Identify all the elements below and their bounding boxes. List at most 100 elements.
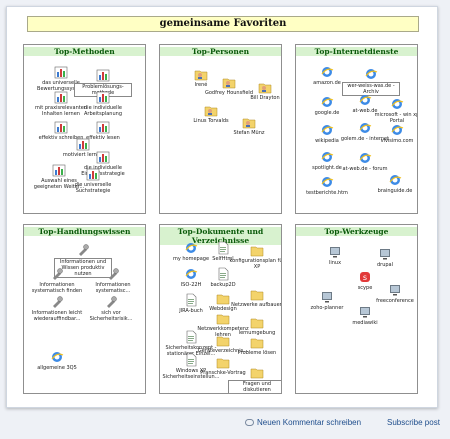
doc-icon [186,330,197,344]
ie-icon [321,67,334,77]
favorite-item[interactable]: Probleme lösen [228,335,281,356]
favorite-label: testberichte.htm [306,190,348,196]
favorite-item[interactable]: Informationen systematisch finden [28,267,86,294]
chart-icon [86,168,100,181]
favorite-label: Netzwerkkompetenz lehren [197,326,249,338]
favorite-item[interactable]: google.de [298,95,356,116]
new-comment-label: Neuen Kommentar schreiben [257,418,362,427]
favorite-item[interactable]: die individuelle Arbeitsplanung [74,90,132,117]
favorite-item[interactable]: golem.de - internet [336,121,394,142]
favorite-item[interactable]: Bill Drayton [236,80,281,101]
favorite-item[interactable]: microsoft - win xp Portal [368,97,417,124]
favorite-label: golem.de - internet [340,136,390,142]
favorite-label: konfigurationsplan für XP [229,258,282,270]
folder-icon [250,246,264,257]
favorite-item[interactable]: Irené [172,67,230,88]
favorite-item[interactable]: freeconference [366,283,417,304]
favorite-item[interactable]: spotlight.de [298,150,356,171]
favorite-item[interactable]: effektiv schreiben [32,120,90,141]
favorite-item[interactable]: effektiv lesen [74,120,132,141]
new-comment-link[interactable]: Neuen Kommentar schreiben [245,418,361,427]
panel-title: Top-Handlungswissen [24,227,145,236]
favorite-item[interactable]: Netzwerke aufbauen [228,287,281,308]
favorite-item[interactable]: sich vor Sicherheitsrisik... [82,295,140,322]
folder-person-icon [194,70,208,81]
favorite-item[interactable]: brainguide.de [366,173,417,194]
favorite-item[interactable]: Pranschke-Vortrag [194,355,252,376]
chart-icon [96,121,110,134]
favorite-item[interactable]: mit praxisrelevanten Inhalten lernen [32,90,90,117]
favorite-item[interactable]: wer-weiss-was.de - Archiv [342,67,400,96]
favorite-item[interactable]: Auswahl eines geeigneten Weiter... [30,163,88,190]
favorite-item[interactable]: drupal [356,247,414,268]
favorite-label: Stefan Münz [233,130,265,136]
favorite-item[interactable]: linux [306,245,364,266]
favorite-item[interactable]: Linus Torvalds [182,103,240,124]
favorite-label: Irené [194,82,208,88]
favorite-item[interactable]: Netzwerkkompetenz lehren [194,311,252,338]
folder-icon [250,368,264,379]
favorite-item[interactable]: my homepage [162,241,220,262]
favorite-item[interactable]: amazon.de [298,65,356,86]
favorite-label: Geräteverzeichnis... [197,348,249,354]
favorite-item[interactable]: JIRA-buch [162,293,220,314]
favorite-item[interactable]: vivisimo.com [368,123,417,144]
favorite-item[interactable]: allgemeine 3Q5 [28,350,86,371]
favorite-label: linux [328,260,342,266]
favorite-item[interactable]: backup2D [194,267,252,288]
favorite-item[interactable]: wikipedia [298,123,356,144]
favorite-item[interactable]: Informationen und Wissen produktiv nutze… [54,243,112,278]
app-icon [380,249,390,260]
favorite-item[interactable]: Informationen systematisc... [84,267,142,294]
favorite-item[interactable]: testberichte.htm [298,175,356,196]
favorite-label: brainguide.de [377,188,413,194]
favorite-item[interactable]: Stefan Münz [220,115,278,136]
app-icon [360,307,370,318]
favorite-item[interactable]: die universelle Suchstrategie [64,167,122,194]
chart-icon [54,91,68,104]
favorite-label: Pranschke-Vortrag [200,370,246,376]
chart-icon [76,138,90,151]
page-title: gemeinsame Favoriten [27,16,419,32]
favorite-item[interactable]: Informationen leicht wiederauffindbar... [28,295,86,322]
favorite-item[interactable]: motiviert lernen [54,137,112,158]
favorite-item[interactable]: Godfrey Hounsfield [200,75,258,96]
favorite-label: effektiv schreiben [38,135,84,141]
favorite-item[interactable]: Windows XP Sicherheitseinstellun... [162,353,220,380]
folder-icon [250,318,264,329]
favorite-item[interactable]: Fragen und diskutieren [228,365,281,393]
favorite-label: ISO-22H [180,282,202,288]
favorite-item[interactable]: Webdesign [194,291,252,312]
folder-person-icon [242,118,256,129]
favorite-item[interactable]: mediawiki [336,305,394,326]
favorite-item[interactable]: das universelle Bewertungssystem [32,65,90,92]
favorite-item[interactable]: die individuelle Einkaufsstrategie [74,150,132,177]
favorite-item[interactable]: at-web.de [336,93,394,114]
favorite-label: wer-weiss-was.de - Archiv [342,82,400,96]
favorite-label: Windows XP Sicherheitseinstellun... [162,368,220,380]
favorite-item[interactable]: konfigurationsplan für XP [228,243,282,270]
favorite-item[interactable]: at-web.de - forum [336,151,394,172]
favorite-label: Informationen und Wissen produktiv nutze… [54,258,112,278]
favorite-item[interactable]: ISO-22H [162,267,220,288]
favorite-label: mediawiki [352,320,378,326]
favorite-label: Informationen systematisch finden [31,282,83,294]
subscribe-post-link[interactable]: Subscribe post [387,418,440,427]
favorite-label: at-web.de [352,108,378,114]
doc-icon [218,267,229,281]
favorite-item[interactable]: zoho-planner [298,290,356,311]
favorite-label: freeconference [376,298,414,304]
doc-icon [186,293,197,307]
favorite-label: spotlight.de [312,165,342,171]
favorite-label: Linus Torvalds [193,118,229,124]
app-icon [322,292,332,303]
favorite-label: das universelle Bewertungssystem [37,80,85,92]
chart-icon [52,164,66,177]
favorite-item[interactable]: lernumgebung [228,315,281,336]
favorite-item[interactable]: SelfHtml [194,241,252,262]
favorite-item[interactable]: Geräteverzeichnis... [194,333,252,354]
ie-icon [391,99,404,109]
